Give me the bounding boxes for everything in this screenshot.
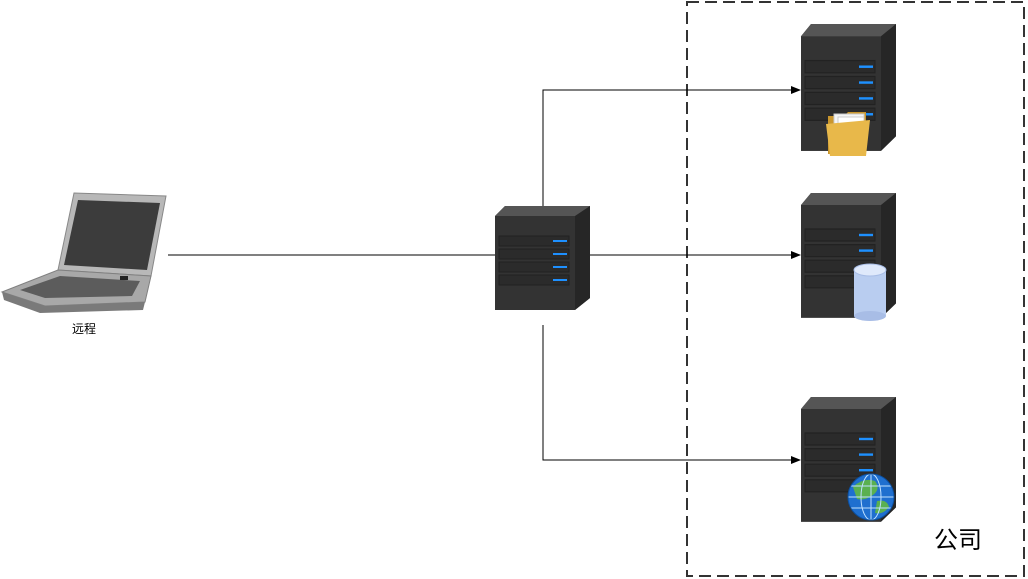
remote-label: 远程 [72,321,96,336]
laptop-icon [0,192,167,313]
company-boundary [686,1,1025,577]
gateway-server-icon [494,205,591,311]
edge-gateway-file [542,86,801,206]
company-label: 公司 [934,526,982,554]
edge-gateway-web [542,325,801,464]
globe-icon [847,473,895,521]
database-icon [853,263,887,321]
folder-icon [826,112,870,156]
